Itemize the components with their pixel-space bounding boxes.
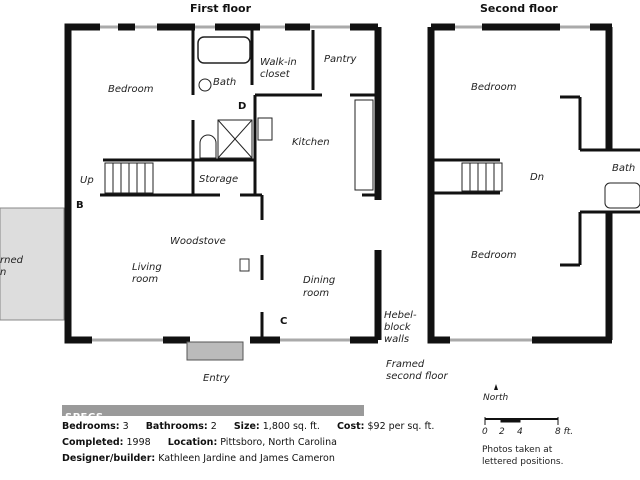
photos-note-1: Photos taken at	[482, 445, 553, 455]
storage-label: Storage	[199, 174, 239, 185]
woodstove-icon	[239, 258, 250, 272]
dn-label: Dn	[530, 172, 545, 183]
scale-4: 4	[517, 427, 523, 437]
framed-label-2: second floor	[386, 371, 448, 382]
stove	[257, 117, 273, 141]
bath-label: Bath	[213, 77, 237, 88]
hebel-label-1: Hebel-	[384, 310, 417, 321]
photo-marker-c: C	[280, 316, 288, 327]
specs-row-1: Bedrooms: 3 Bathrooms: 2 Size: 1,800 sq.…	[62, 421, 435, 432]
scale-2: 2	[499, 427, 505, 437]
hebel-label-2: block	[384, 322, 411, 333]
toilet	[199, 134, 217, 159]
kitchen-label: Kitchen	[292, 137, 330, 148]
sink	[198, 78, 212, 92]
scale-0: 0	[482, 427, 488, 437]
windows	[92, 25, 350, 342]
stairs-down	[461, 162, 503, 192]
north-label: North	[483, 393, 509, 403]
first-floor-walls	[64, 23, 382, 344]
second-bedroom-top-label: Bedroom	[471, 82, 517, 93]
closet-label-1: Walk-in	[260, 57, 297, 68]
screened-porch	[0, 207, 65, 321]
woodstove-label: Woodstove	[170, 236, 226, 247]
second-floor-title: Second floor	[480, 2, 558, 15]
scale-8: 8 ft.	[555, 427, 574, 437]
second-bedroom-bottom-label: Bedroom	[471, 250, 517, 261]
photos-note-2: lettered positions.	[482, 457, 564, 467]
second-floor-walls	[427, 23, 613, 344]
dining-label-2: room	[303, 288, 330, 299]
photo-marker-d: D	[238, 101, 247, 112]
closet-label-2: closet	[260, 69, 290, 80]
living-label-2: room	[132, 274, 159, 285]
dining-label-1: Dining	[303, 275, 336, 286]
porch-label-2: n	[0, 267, 7, 278]
interior-walls	[100, 30, 378, 340]
specs-header: SPECS	[62, 405, 364, 423]
first-floor-title: First floor	[190, 2, 252, 15]
north-arrow-icon	[494, 384, 498, 390]
framed-label-1: Framed	[386, 359, 425, 370]
tub-2	[604, 182, 640, 209]
living-label-1: Living	[132, 262, 162, 273]
entry-step	[186, 341, 244, 361]
specs-row-3: Designer/builder: Kathleen Jardine and J…	[62, 453, 335, 464]
second-bath-label: Bath	[612, 163, 636, 174]
scale-bar	[484, 417, 559, 425]
porch-label-1: rned	[0, 255, 23, 266]
bedroom-label: Bedroom	[108, 84, 154, 95]
pantry-label: Pantry	[324, 54, 357, 65]
bathtub	[197, 36, 251, 64]
stairs-up	[104, 162, 154, 194]
shower	[217, 119, 253, 159]
entry-label: Entry	[203, 373, 230, 384]
up-label: Up	[80, 175, 94, 186]
photo-marker-b: B	[76, 200, 84, 211]
hebel-label-3: walls	[384, 334, 410, 345]
kitchen-counter	[354, 99, 374, 191]
specs-row-2: Completed: 1998 Location: Pittsboro, Nor…	[62, 437, 337, 448]
